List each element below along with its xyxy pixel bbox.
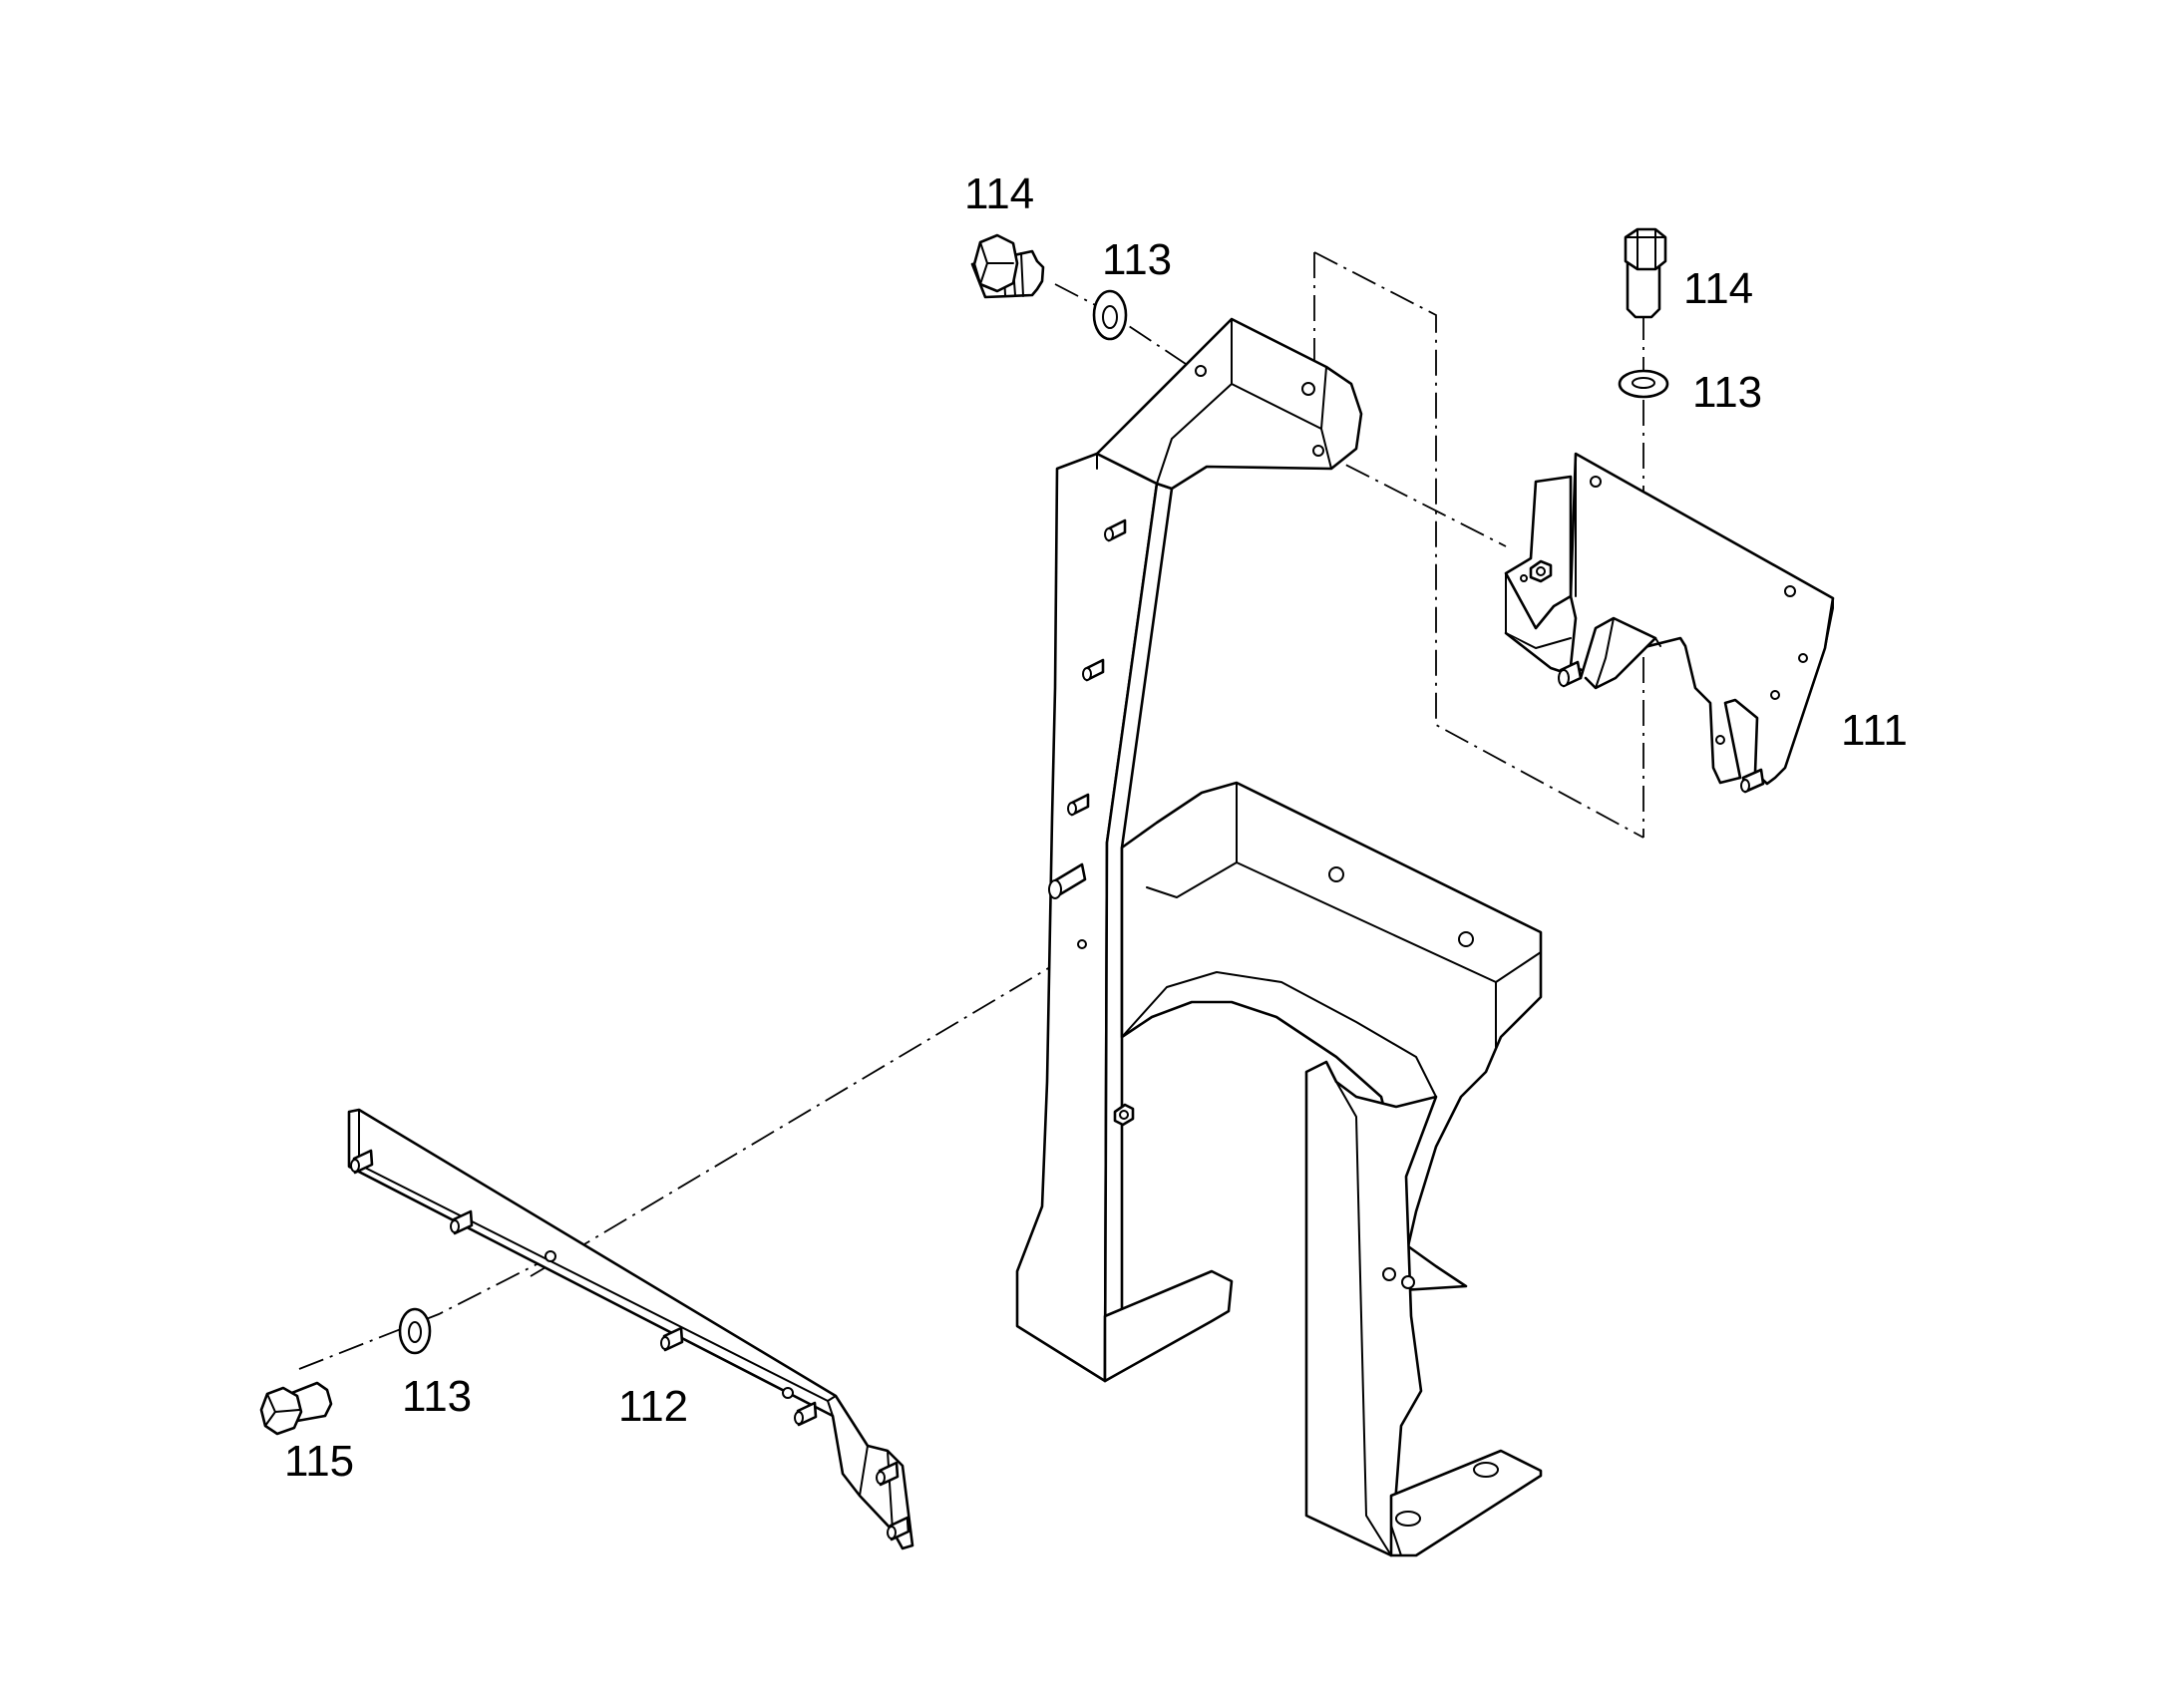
leader-bottom-bolt <box>298 1261 542 1370</box>
bolt-114-top-left <box>970 233 1045 299</box>
callout-112: 112 <box>618 1382 688 1431</box>
leader-rail-to-frame <box>530 944 1088 1277</box>
washer-113-top-left <box>1092 289 1128 341</box>
callout-114-top-right: 114 <box>1683 264 1753 313</box>
washer-113-top-right <box>1618 369 1669 399</box>
rail-part-112 <box>347 1108 914 1550</box>
callout-114-top-left: 114 <box>964 170 1034 218</box>
bolt-114-top-right <box>1624 227 1667 319</box>
frame-top-box <box>1095 317 1363 491</box>
rail-studs <box>350 1149 910 1541</box>
bracket-part-111 <box>1504 452 1835 794</box>
frame-left-foot <box>1103 1269 1234 1383</box>
callout-115: 115 <box>284 1437 354 1486</box>
main-frame <box>1015 317 1543 1557</box>
callout-labels: 114 113 114 113 111 113 112 115 <box>284 170 1908 1486</box>
frame-right-leg <box>1304 1060 1438 1557</box>
frame-right-foot <box>1389 1449 1543 1557</box>
callout-113-top-right: 113 <box>1692 368 1762 417</box>
frame-crossbeam <box>1120 781 1543 1293</box>
callout-113-bottom: 113 <box>402 1372 472 1421</box>
rail-body <box>347 1108 914 1550</box>
callout-113-top-left: 113 <box>1102 235 1172 284</box>
callout-111: 111 <box>1841 706 1908 755</box>
washer-113-bottom <box>398 1307 432 1355</box>
bolt-115-bottom <box>259 1381 333 1436</box>
bracket-left-flange <box>1504 475 1573 630</box>
frame-studs <box>1048 518 1135 1127</box>
leader-bracket-frame <box>1313 251 1644 839</box>
